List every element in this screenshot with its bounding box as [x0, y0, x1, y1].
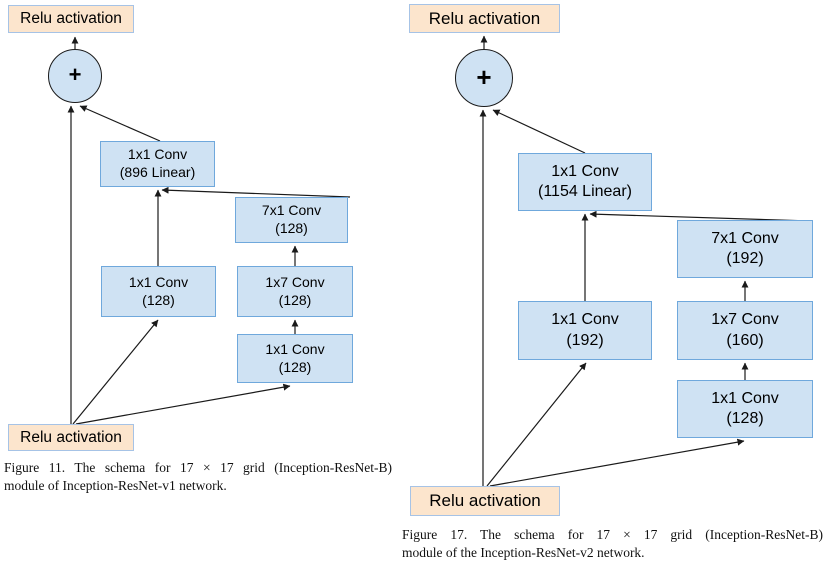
edge-right-linear-to-sum [492, 109, 586, 154]
edge-right-relu-to-1x1b [489, 438, 745, 487]
conv-label-line2: (128) [275, 220, 308, 236]
edge-left-relu-to-1x1a [72, 319, 159, 425]
conv-1x7-160-box: 1x7 Conv (160) [677, 301, 813, 360]
conv-label-line2: (128) [278, 358, 312, 375]
conv-label-line2: (160) [726, 331, 764, 349]
conv-label-line1: 1x1 Conv [551, 311, 619, 329]
conv-label-line1: 1x7 Conv [265, 273, 325, 290]
conv-1x1-192-branch-a-box: 1x1 Conv (192) [518, 301, 652, 360]
sum-circle: + [455, 49, 513, 107]
relu-activation-top-box: Relu activation [409, 4, 560, 33]
conv-label-line1: 1x1 Conv [265, 340, 325, 357]
relu-activation-label: Relu activation [429, 491, 541, 511]
conv-label-line1: 1x1 Conv [127, 146, 188, 163]
conv-1x1-128-branch-b-box: 1x1 Conv (128) [237, 334, 353, 383]
conv-7x1-128-box: 7x1 Conv (128) [235, 197, 348, 243]
caption-line-1: Figure 17. The schema for 17 × 17 grid (… [402, 527, 823, 542]
conv-1x1-1154-linear-box: 1x1 Conv (1154 Linear) [518, 153, 652, 211]
conv-7x1-192-box: 7x1 Conv (192) [677, 220, 813, 278]
caption-line-2: module of the Inception-ResNet-v2 networ… [402, 544, 645, 560]
conv-label-line2: (128) [726, 410, 764, 427]
conv-1x1-128-branch-a-box: 1x1 Conv (128) [101, 266, 216, 317]
edge-left-relu-to-1x1b [75, 383, 291, 425]
conv-1x1-896-linear-box: 1x1 Conv (896 Linear) [100, 141, 215, 187]
conv-label-line1: 1x1 Conv [711, 389, 779, 407]
conv-label-line1: 1x1 Conv [128, 273, 189, 290]
edge-right-relu-to-1x1a [486, 362, 587, 487]
conv-label-line2: (128) [278, 291, 312, 308]
edge-left-linear-to-sum [79, 105, 161, 142]
relu-activation-label: Relu activation [20, 10, 122, 28]
edge-left-7x1-to-linear [161, 186, 351, 198]
relu-activation-bottom-box: Relu activation [410, 486, 560, 516]
relu-activation-top-box: Relu activation [8, 5, 134, 33]
conv-label-line1: 7x1 Conv [261, 202, 322, 219]
plus-icon: + [476, 62, 492, 92]
figure-11-caption: Figure 11. The schema for 17 × 17 grid (… [4, 459, 392, 494]
conv-label-line1: 7x1 Conv [711, 229, 779, 247]
caption-line-2: module of Inception-ResNet-v1 network. [4, 477, 227, 493]
conv-label-line2: (192) [566, 331, 604, 349]
conv-label-line2: (1154 Linear) [538, 183, 632, 200]
plus-icon: + [68, 62, 82, 87]
relu-activation-bottom-box: Relu activation [8, 424, 134, 451]
conv-label-line1: 1x7 Conv [711, 311, 779, 329]
relu-activation-label: Relu activation [428, 8, 541, 28]
sum-circle: + [48, 49, 102, 103]
conv-1x1-128-branch-b-box: 1x1 Conv (128) [677, 380, 813, 438]
conv-label-line2: (192) [726, 250, 764, 267]
figure-17-caption: Figure 17. The schema for 17 × 17 grid (… [402, 526, 823, 561]
conv-label-line2: (896 Linear) [119, 164, 196, 180]
conv-1x7-128-box: 1x7 Conv (128) [237, 266, 353, 317]
caption-line-1: Figure 11. The schema for 17 × 17 grid (… [4, 460, 392, 475]
conv-label-line2: (128) [142, 291, 175, 308]
relu-activation-label: Relu activation [20, 428, 122, 446]
conv-label-line1: 1x1 Conv [551, 162, 619, 180]
